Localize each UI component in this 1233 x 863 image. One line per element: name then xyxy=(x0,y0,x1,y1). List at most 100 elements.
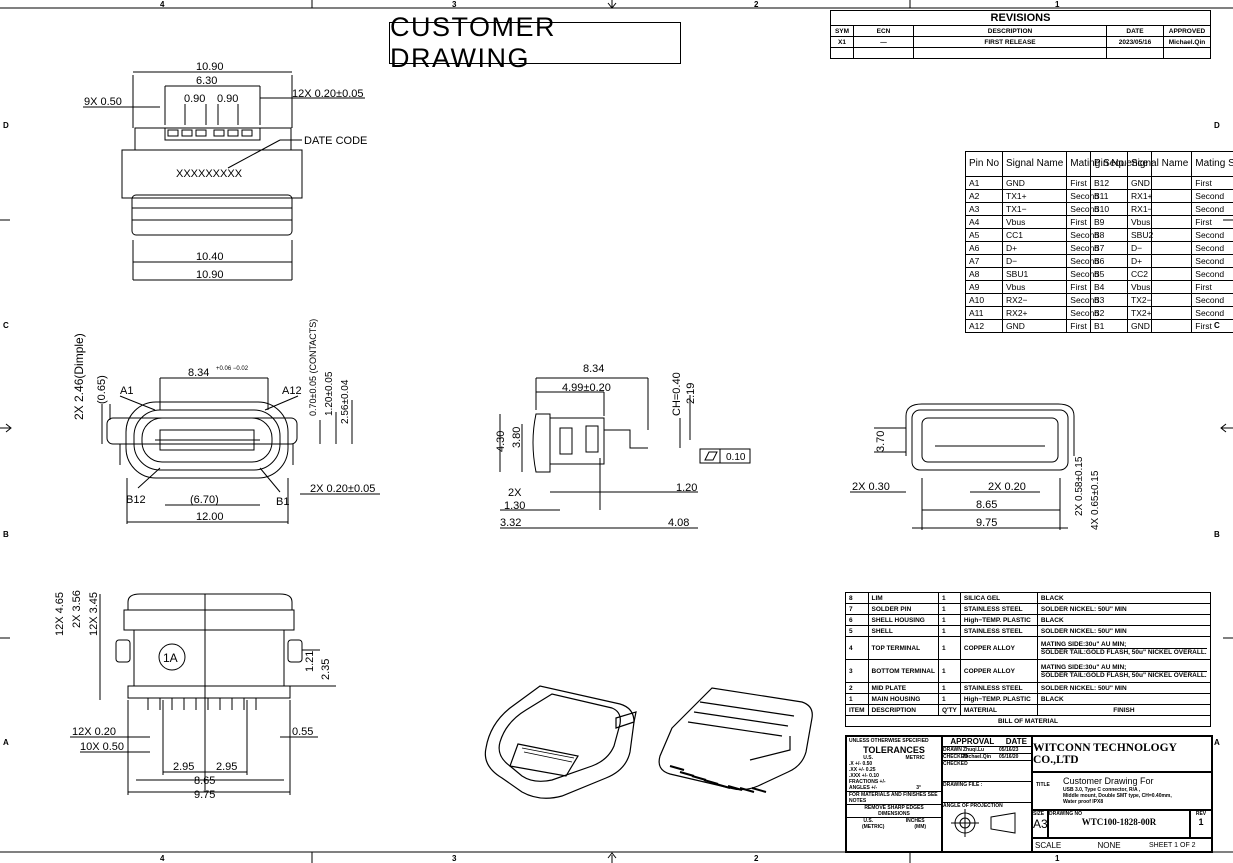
pin-no: A5 xyxy=(964,228,1004,242)
bom-finish: SOLDER NICKEL: 50U" MIN xyxy=(1036,625,1212,637)
zone-right-a: A xyxy=(1214,738,1220,747)
pin-no: A6 xyxy=(964,241,1004,255)
revisions-caption: REVISIONS xyxy=(830,10,1211,26)
rev-col-sym: SYM xyxy=(830,25,854,37)
bom-description: TOP TERMINAL xyxy=(867,636,939,660)
tol-dimensions: DIMENSIONS xyxy=(878,811,910,817)
bom-finish: BLACK xyxy=(1036,592,1212,604)
pin-no: B11 xyxy=(1089,189,1129,203)
zone-top-2: 2 xyxy=(754,0,759,9)
pin-signal: D+ xyxy=(1127,254,1193,268)
dim-front-2x-0-20: 2X 0.20±0.05 xyxy=(310,483,375,495)
rev-description: FIRST RELEASE xyxy=(913,36,1107,48)
bom-finish-line: SOLDER TAIL:GOLD FLASH, 50u" NICKEL OVER… xyxy=(1040,647,1207,656)
pin-no: A9 xyxy=(964,280,1004,294)
rev-col-ecn: ECN xyxy=(853,25,914,37)
dim-side-4-99: 4.99±0.20 xyxy=(562,382,611,394)
bom-finish: BLACK xyxy=(1036,614,1212,626)
pin-mating: Second xyxy=(1191,293,1233,307)
zone-left-c: C xyxy=(3,321,9,330)
rev-date: 2023/05/16 xyxy=(1106,36,1164,48)
pin-signal: RX2+ xyxy=(1002,306,1068,320)
rev-cell: REV 1 xyxy=(1190,810,1212,838)
zone-bottom-2: 2 xyxy=(754,854,759,863)
pin-signal: SBU1 xyxy=(1002,267,1068,281)
size-label: SIZE xyxy=(1033,811,1045,817)
sheet-value: SHEET 1 OF 2 xyxy=(1149,841,1196,849)
drawing-no: WTC100-1828-00R xyxy=(1081,817,1157,827)
rev-sym: X1 xyxy=(830,36,854,48)
pin-no: B8 xyxy=(1089,228,1129,242)
revisions-table: REVISIONS SYM ECN DESCRIPTION DATE APPRO… xyxy=(830,10,1211,59)
rev-approved: Michael.Qin xyxy=(1163,36,1211,48)
zone-top-3: 3 xyxy=(452,0,457,9)
size-value: A3 xyxy=(1033,817,1048,831)
zone-top-4: 4 xyxy=(160,0,165,9)
top-view xyxy=(83,71,365,281)
bom-caption: BILL OF MATERIAL xyxy=(845,715,1211,727)
pin-no: A7 xyxy=(964,254,1004,268)
bom-material: COPPER ALLOY xyxy=(959,636,1038,660)
pin-mating: Second xyxy=(1191,267,1233,281)
pin-signal: D− xyxy=(1002,254,1068,268)
dim-top-9x: 9X 0.50 xyxy=(84,96,122,108)
dim-front-0-65: (0.65) xyxy=(96,375,108,404)
dim-end-2x-0-20: 2X 0.20 xyxy=(988,481,1026,493)
dim-side-ch: CH=0.40 xyxy=(671,372,683,416)
label-a1: A1 xyxy=(120,385,133,397)
tol-x: .X +/- 0.50 xyxy=(849,761,873,767)
bom-material: SILICA GEL xyxy=(959,592,1038,604)
dim-bottom-2-35: 2.35 xyxy=(320,659,332,680)
dim-end-8-65: 8.65 xyxy=(976,499,997,511)
pin-mating: Second xyxy=(1191,189,1233,203)
pin-no: B2 xyxy=(1089,306,1129,320)
bom-qty: 1 xyxy=(937,603,961,615)
scale-value: NONE xyxy=(1097,840,1121,850)
pin-col-signal: Signal Name xyxy=(1127,151,1193,177)
pin-signal: RX1+ xyxy=(1127,189,1193,203)
pin-no: B4 xyxy=(1089,280,1129,294)
pin-signal: SBU2 xyxy=(1127,228,1193,242)
bom-description: BOTTOM TERMINAL xyxy=(867,659,939,683)
zone-top-1: 1 xyxy=(1055,0,1060,9)
dim-front-6-70: (6.70) xyxy=(190,494,219,506)
bom-description: MAIN HOUSING xyxy=(867,693,939,705)
dim-bottom-0-55: 0.55 xyxy=(292,726,313,738)
zone-left-b: B xyxy=(3,530,9,539)
pin-mating: First xyxy=(1191,319,1233,333)
bom-finish-line: SOLDER TAIL:GOLD FLASH, 50u" NICKEL OVER… xyxy=(1040,670,1207,679)
pin-no: A1 xyxy=(964,176,1004,190)
pin-signal: TX2− xyxy=(1127,293,1193,307)
bom-finish: SOLDER NICKEL: 50U" MIN xyxy=(1036,603,1212,615)
approval-block: APPROVAL DATE DRAWN Zhuqi.Lu 05/16/23 CH… xyxy=(942,736,1032,852)
scale-row: SCALE NONE SHEET 1 OF 2 xyxy=(1032,838,1212,852)
bom-item: 6 xyxy=(845,614,869,626)
dim-unit-us: U.S. xyxy=(863,818,874,824)
dim-side-2x: 2X xyxy=(508,487,522,499)
pin-no: B9 xyxy=(1089,215,1129,229)
bom-material: High−TEMP. PLASTIC xyxy=(959,614,1038,626)
pin-signal: GND xyxy=(1127,176,1193,190)
rev-ecn: — xyxy=(853,36,914,48)
drawn-label: DRAWN xyxy=(943,747,962,753)
bom-qty: 1 xyxy=(937,636,961,660)
tol-fractions: FRACTIONS +/- xyxy=(849,779,886,785)
dim-bottom-2-95-b: 2.95 xyxy=(216,761,237,773)
dim-top-10-40: 10.40 xyxy=(196,251,224,263)
bom-item: 5 xyxy=(845,625,869,637)
rev-col-description: DESCRIPTION xyxy=(913,25,1107,37)
drawing-title: CUSTOMER DRAWING xyxy=(389,12,681,73)
dim-top-6-30: 6.30 xyxy=(196,75,217,87)
pin-no: B1 xyxy=(1089,319,1129,333)
dim-unit-metric: (METRIC) xyxy=(861,824,885,830)
approval-date-label: DATE xyxy=(1005,737,1027,746)
zone-bottom-4: 4 xyxy=(160,854,165,863)
bom-description: MID PLATE xyxy=(867,682,939,694)
